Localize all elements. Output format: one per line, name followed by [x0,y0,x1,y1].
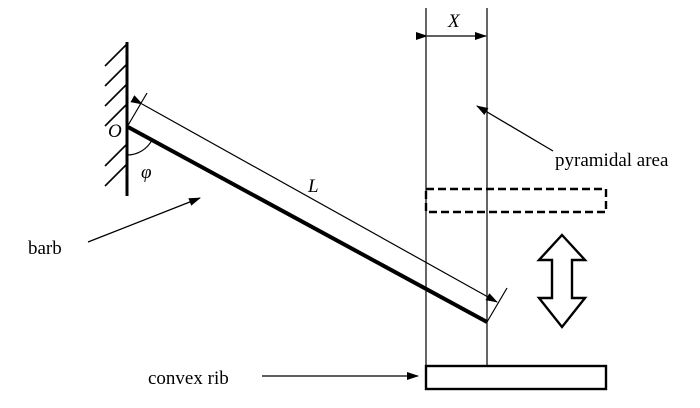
convex-rib-rect [424,364,608,391]
convex-rib-label: convex rib [148,368,229,389]
barb-leader [87,197,201,243]
barb-label: barb [28,238,62,259]
pyramidal-area-leader [476,105,554,152]
gap-label: X [447,11,461,32]
pivot-label: O [108,121,122,142]
angle-arc [126,139,153,156]
double-arrow-icon [536,233,588,329]
pyramidal-area-bounds [425,8,488,366]
length-dimension [126,92,508,323]
angle-label: φ [141,162,152,183]
dashed-position-rect [424,187,608,214]
barb-bar [127,125,488,324]
length-label: L [307,176,319,197]
fixed-wall [104,42,129,196]
pyramidal-area-label: pyramidal area [555,150,669,171]
